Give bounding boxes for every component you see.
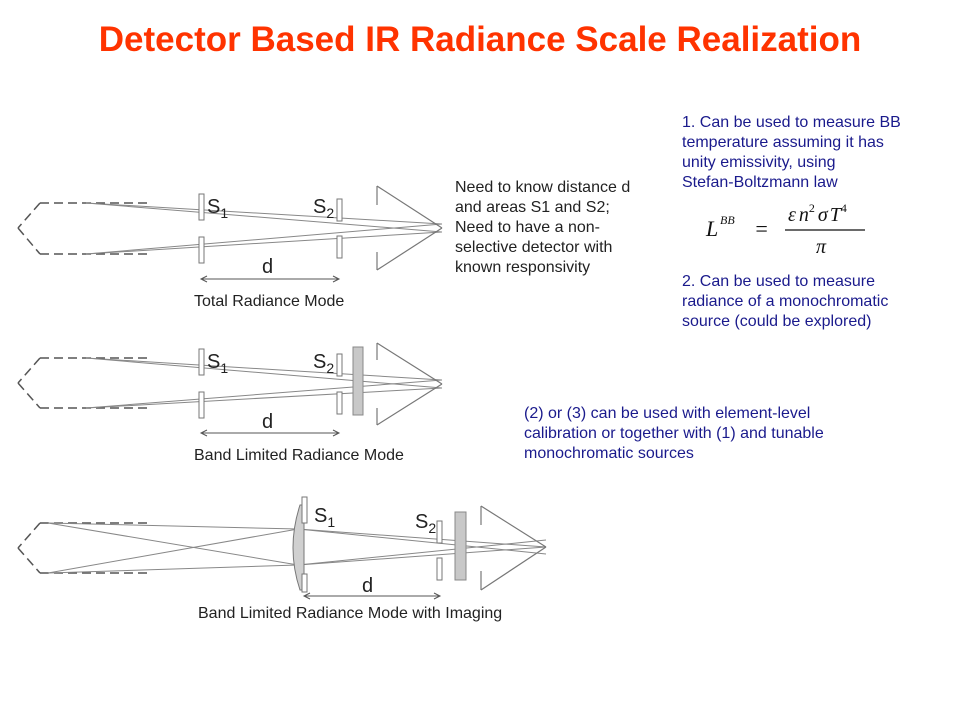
blackbody-source [17,357,148,409]
note-bb-temperature: 1. Can be used to measure BB temperature… [682,113,952,193]
distance-arrow [302,592,442,600]
ray-lines [85,357,443,409]
ray-lines [85,202,443,255]
note-line: and areas S1 and S2; [455,199,610,216]
label-d-2: d [262,411,273,433]
note-line: source (could be explored) [682,313,872,330]
label-d-3: d [362,575,373,597]
label-s1-1: S1 [207,196,228,221]
svg-text:BB: BB [720,213,735,227]
ray-lines [47,522,547,574]
note-monochromatic: 2. Can be used to measure radiance of a … [682,272,952,332]
diagram-total-radiance [17,185,443,283]
note-line: temperature assuming it has [682,134,884,151]
aperture-s2 [336,198,343,222]
label-s2-3: S2 [415,511,436,536]
distance-arrow [199,429,341,437]
note-total-radiance: Need to know distance d and areas S1 and… [455,178,655,278]
note-line: monochromatic sources [524,445,694,462]
aperture-s2 [436,520,443,544]
bandpass-filter [454,511,467,581]
detector-cone [376,185,443,271]
note-line: Stefan-Boltzmann law [682,174,838,191]
diagram-imaging [17,496,547,600]
svg-text:=: = [754,216,769,241]
diagram-band-limited [17,342,443,437]
note-line: 1. Can be used to measure BB [682,114,901,131]
note-line: Need to have a non- [455,219,600,236]
note-line: calibration or together with (1) and tun… [524,425,824,442]
label-s2-2: S2 [313,351,334,376]
note-line: Need to know distance d [455,179,631,196]
detector-cone [376,342,443,426]
caption-3: Band Limited Radiance Mode with Imaging [198,605,502,622]
note-line: (2) or (3) can be used with element-leve… [524,405,811,422]
detector-cone [480,505,547,591]
label-s2-1: S2 [313,196,334,221]
label-d-1: d [262,256,273,278]
aperture-s1 [301,496,308,524]
aperture-s1 [198,348,205,376]
note-line: radiance of a monochromatic [682,293,889,310]
aperture-s2 [336,353,343,377]
note-calibration: (2) or (3) can be used with element-leve… [524,404,924,464]
svg-text:π: π [816,236,827,258]
blackbody-source [17,202,148,255]
page-title: Detector Based IR Radiance Scale Realiza… [98,20,862,59]
caption-1: Total Radiance Mode [194,293,344,310]
note-line: unity emissivity, using [682,154,836,171]
blackbody-source [17,522,148,574]
note-line: selective detector with [455,239,613,256]
svg-text:L: L [705,216,718,241]
note-line: known responsivity [455,259,591,276]
label-s1-3: S1 [314,505,335,530]
note-line: 2. Can be used to measure [682,273,876,290]
label-s1-2: S1 [207,351,228,376]
distance-arrow [199,275,341,283]
caption-2: Band Limited Radiance Mode [194,447,404,464]
bandpass-filter [352,346,364,416]
aperture-s1 [198,193,205,221]
